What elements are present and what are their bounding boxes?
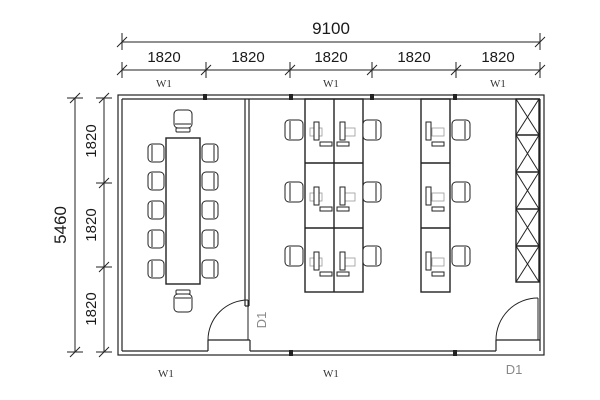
total-width-label: 9100 [312,19,350,38]
window-label-bottom-1: W1 [158,368,174,380]
conference-chair [147,200,165,220]
monitor-icon [313,121,350,277]
width-segment-2: 1820 [231,49,264,66]
monitor-icon [425,121,445,277]
office-chair [284,181,304,203]
height-segment-1: 1820 [83,124,100,157]
conference-chair [147,143,165,163]
door-label-2: D1 [506,362,523,377]
outer-walls [117,94,545,356]
left-dimension-lines [67,92,112,358]
meeting-room-partition [244,99,250,307]
office-chairs-b [451,119,471,267]
storage-cabinets [515,98,540,283]
window-label-top-3: W1 [490,78,506,90]
width-segment-5: 1820 [481,49,514,66]
conference-chair [147,171,165,191]
window-label-top-2: W1 [323,78,339,90]
conference-chair [147,259,165,279]
conference-table [165,137,201,285]
conference-chair [201,259,219,279]
office-chair [284,119,304,141]
door-main-entrance [495,297,539,341]
conference-chair [147,229,165,249]
width-segment-3: 1820 [314,49,347,66]
office-chair [362,245,382,267]
conference-chair [201,200,219,220]
office-chair [451,181,471,203]
door-meeting-room [207,299,249,341]
office-chair [362,181,382,203]
width-segment-1: 1820 [147,49,180,66]
total-height-label: 5460 [51,206,70,244]
width-segment-4: 1820 [397,49,430,66]
office-chair [284,245,304,267]
office-chairs-a [284,119,382,267]
window-label-top-1: W1 [156,78,172,90]
conference-chair [201,229,219,249]
office-chair [451,119,471,141]
height-segment-3: 1820 [83,292,100,325]
office-chair [451,245,471,267]
conference-chair [201,143,219,163]
office-chair [362,119,382,141]
top-dimension-lines [116,33,546,78]
conference-chair-bottom [173,289,193,313]
height-segment-2: 1820 [83,208,100,241]
workstation-cluster-b [420,98,451,293]
window-label-bottom-2: W1 [323,368,339,380]
door-label-1: D1 [254,312,269,329]
conference-chairs-right [201,143,219,279]
conference-chair [201,171,219,191]
conference-chair-top [173,109,193,133]
conference-chairs-left [147,143,165,279]
